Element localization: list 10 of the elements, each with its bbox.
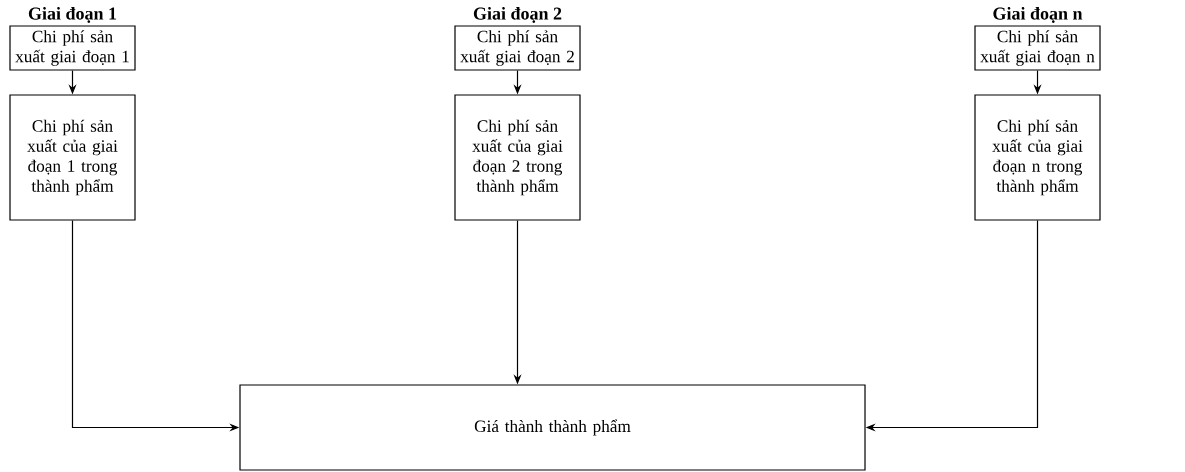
stage-heading: Giai đoạn 1: [28, 7, 117, 23]
process-box: Chi phí sản xuất của giai đoạn 2 trong thành phẩm: [454, 94, 581, 221]
process-box: Giá thành thành phẩm: [239, 384, 866, 471]
stage-heading: Giai đoạn n: [993, 7, 1083, 23]
stage-heading: Giai đoạn 2: [473, 7, 562, 23]
process-box: Chi phí sản xuất giai đoạn 2: [454, 25, 581, 71]
process-box: Chi phí sản xuất giai đoạn 1: [9, 25, 136, 71]
process-box: Chi phí sản xuất của giai đoạn n trong thành phẩm: [974, 94, 1101, 221]
process-box: Chi phí sản xuất giai đoạn n: [974, 25, 1101, 71]
process-box: Chi phí sản xuất của giai đoạn 1 trong thành phẩm: [9, 94, 136, 221]
